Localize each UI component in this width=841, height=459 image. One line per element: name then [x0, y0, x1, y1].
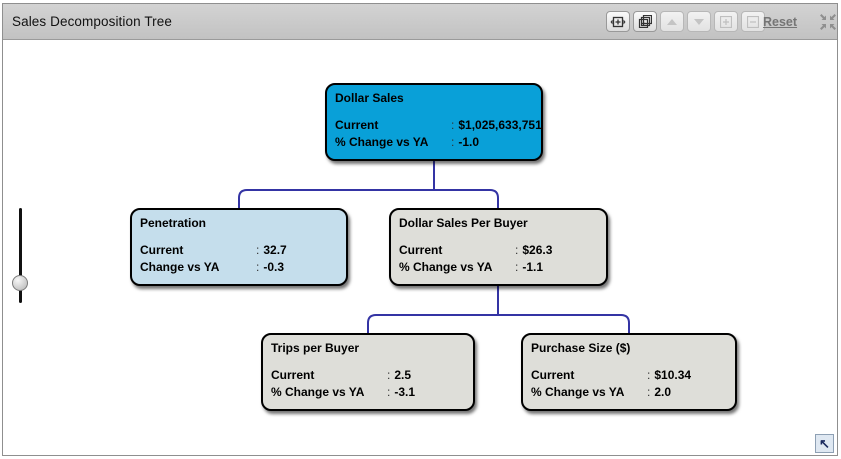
page-title: Sales Decomposition Tree: [12, 14, 172, 29]
header-bar: Sales Decomposition Tree: [3, 4, 837, 40]
node-title: Purchase Size ($): [531, 341, 631, 355]
metric-label: Change vs YA: [140, 260, 220, 274]
pan-origin-button[interactable]: ↖: [815, 434, 834, 453]
move-down-button[interactable]: [687, 11, 711, 32]
metric-value: -1.1: [522, 260, 544, 274]
tree-node-dollar-sales[interactable]: Dollar Sales Current:$1,025,633,751 % Ch…: [325, 83, 543, 161]
plus-box-icon: [720, 15, 732, 28]
node-metric-row: Current:$26.3: [399, 242, 598, 259]
metric-value: -0.3: [263, 260, 285, 274]
node-metric-row: % Change vs YA:-3.1: [271, 384, 465, 401]
node-metric-row: Current:$10.34: [531, 367, 727, 384]
metric-label: % Change vs YA: [271, 385, 365, 399]
separator: :: [256, 243, 260, 257]
tree-node-dollar-sales-per-buyer[interactable]: Dollar Sales Per Buyer Current:$26.3 % C…: [389, 208, 608, 286]
metric-label: % Change vs YA: [531, 385, 625, 399]
minus-box-icon: [747, 15, 759, 28]
metric-value: $26.3: [522, 243, 553, 257]
metric-label: % Change vs YA: [399, 260, 493, 274]
metric-value: -1.0: [458, 135, 480, 149]
node-metric-row: Change vs YA:-0.3: [140, 259, 338, 276]
node-metric-row: Current:32.7: [140, 242, 338, 259]
separator: :: [256, 260, 260, 274]
zoom-slider-handle[interactable]: [12, 275, 28, 291]
metric-label: Current: [140, 243, 184, 257]
node-title: Dollar Sales: [335, 91, 404, 105]
metric-value: -3.1: [394, 385, 416, 399]
metric-label: % Change vs YA: [335, 135, 429, 149]
node-metric-row: Current:2.5: [271, 367, 465, 384]
cascade-icon: [638, 15, 652, 28]
metric-value: 2.0: [654, 385, 672, 399]
separator: :: [451, 135, 455, 149]
metric-label: Current: [399, 243, 443, 257]
tree-node-purchase-size[interactable]: Purchase Size ($) Current:$10.34 % Chang…: [521, 333, 737, 411]
fit-width-icon: [610, 16, 626, 28]
sales-decomposition-tree-window: Sales Decomposition Tree: [2, 3, 838, 456]
arrow-up-left-icon: ↖: [819, 436, 830, 451]
separator: :: [515, 243, 519, 257]
separator: :: [387, 385, 391, 399]
separator: :: [647, 368, 651, 382]
metric-label: Current: [271, 368, 315, 382]
node-metric-row: % Change vs YA:2.0: [531, 384, 727, 401]
zoom-in-button[interactable]: [714, 11, 738, 32]
expand-width-button[interactable]: [606, 11, 630, 32]
separator: :: [387, 368, 391, 382]
node-metric-row: % Change vs YA:-1.1: [399, 259, 598, 276]
separator: :: [451, 118, 455, 132]
tree-node-trips-per-buyer[interactable]: Trips per Buyer Current:2.5 % Change vs …: [261, 333, 475, 411]
separator: :: [515, 260, 519, 274]
metric-value: $1,025,633,751: [458, 118, 542, 132]
move-up-button[interactable]: [660, 11, 684, 32]
zoom-out-button[interactable]: [741, 11, 765, 32]
node-title: Penetration: [140, 216, 207, 230]
node-title: Dollar Sales Per Buyer: [399, 216, 528, 230]
toolbar: [606, 11, 765, 32]
reset-button[interactable]: Reset: [763, 15, 798, 29]
tree-node-penetration[interactable]: Penetration Current:32.7 Change vs YA:-0…: [130, 208, 348, 286]
metric-label: Current: [335, 118, 379, 132]
node-metric-row: Current:$1,025,633,751: [335, 117, 542, 134]
node-title: Trips per Buyer: [271, 341, 360, 355]
metric-label: Current: [531, 368, 575, 382]
tree-canvas: Dollar Sales Current:$1,025,633,751 % Ch…: [3, 41, 837, 455]
tree-connectors: [238, 161, 630, 333]
node-metric-row: % Change vs YA:-1.0: [335, 134, 533, 151]
up-arrow-icon: [666, 18, 678, 26]
down-arrow-icon: [693, 18, 705, 26]
zoom-slider-track[interactable]: [19, 208, 22, 303]
metric-value: $10.34: [654, 368, 692, 382]
separator: :: [647, 385, 651, 399]
metric-value: 2.5: [394, 368, 412, 382]
expand-all-button[interactable]: [633, 11, 657, 32]
metric-value: 32.7: [263, 243, 287, 257]
collapse-arrows-icon[interactable]: [819, 13, 837, 31]
